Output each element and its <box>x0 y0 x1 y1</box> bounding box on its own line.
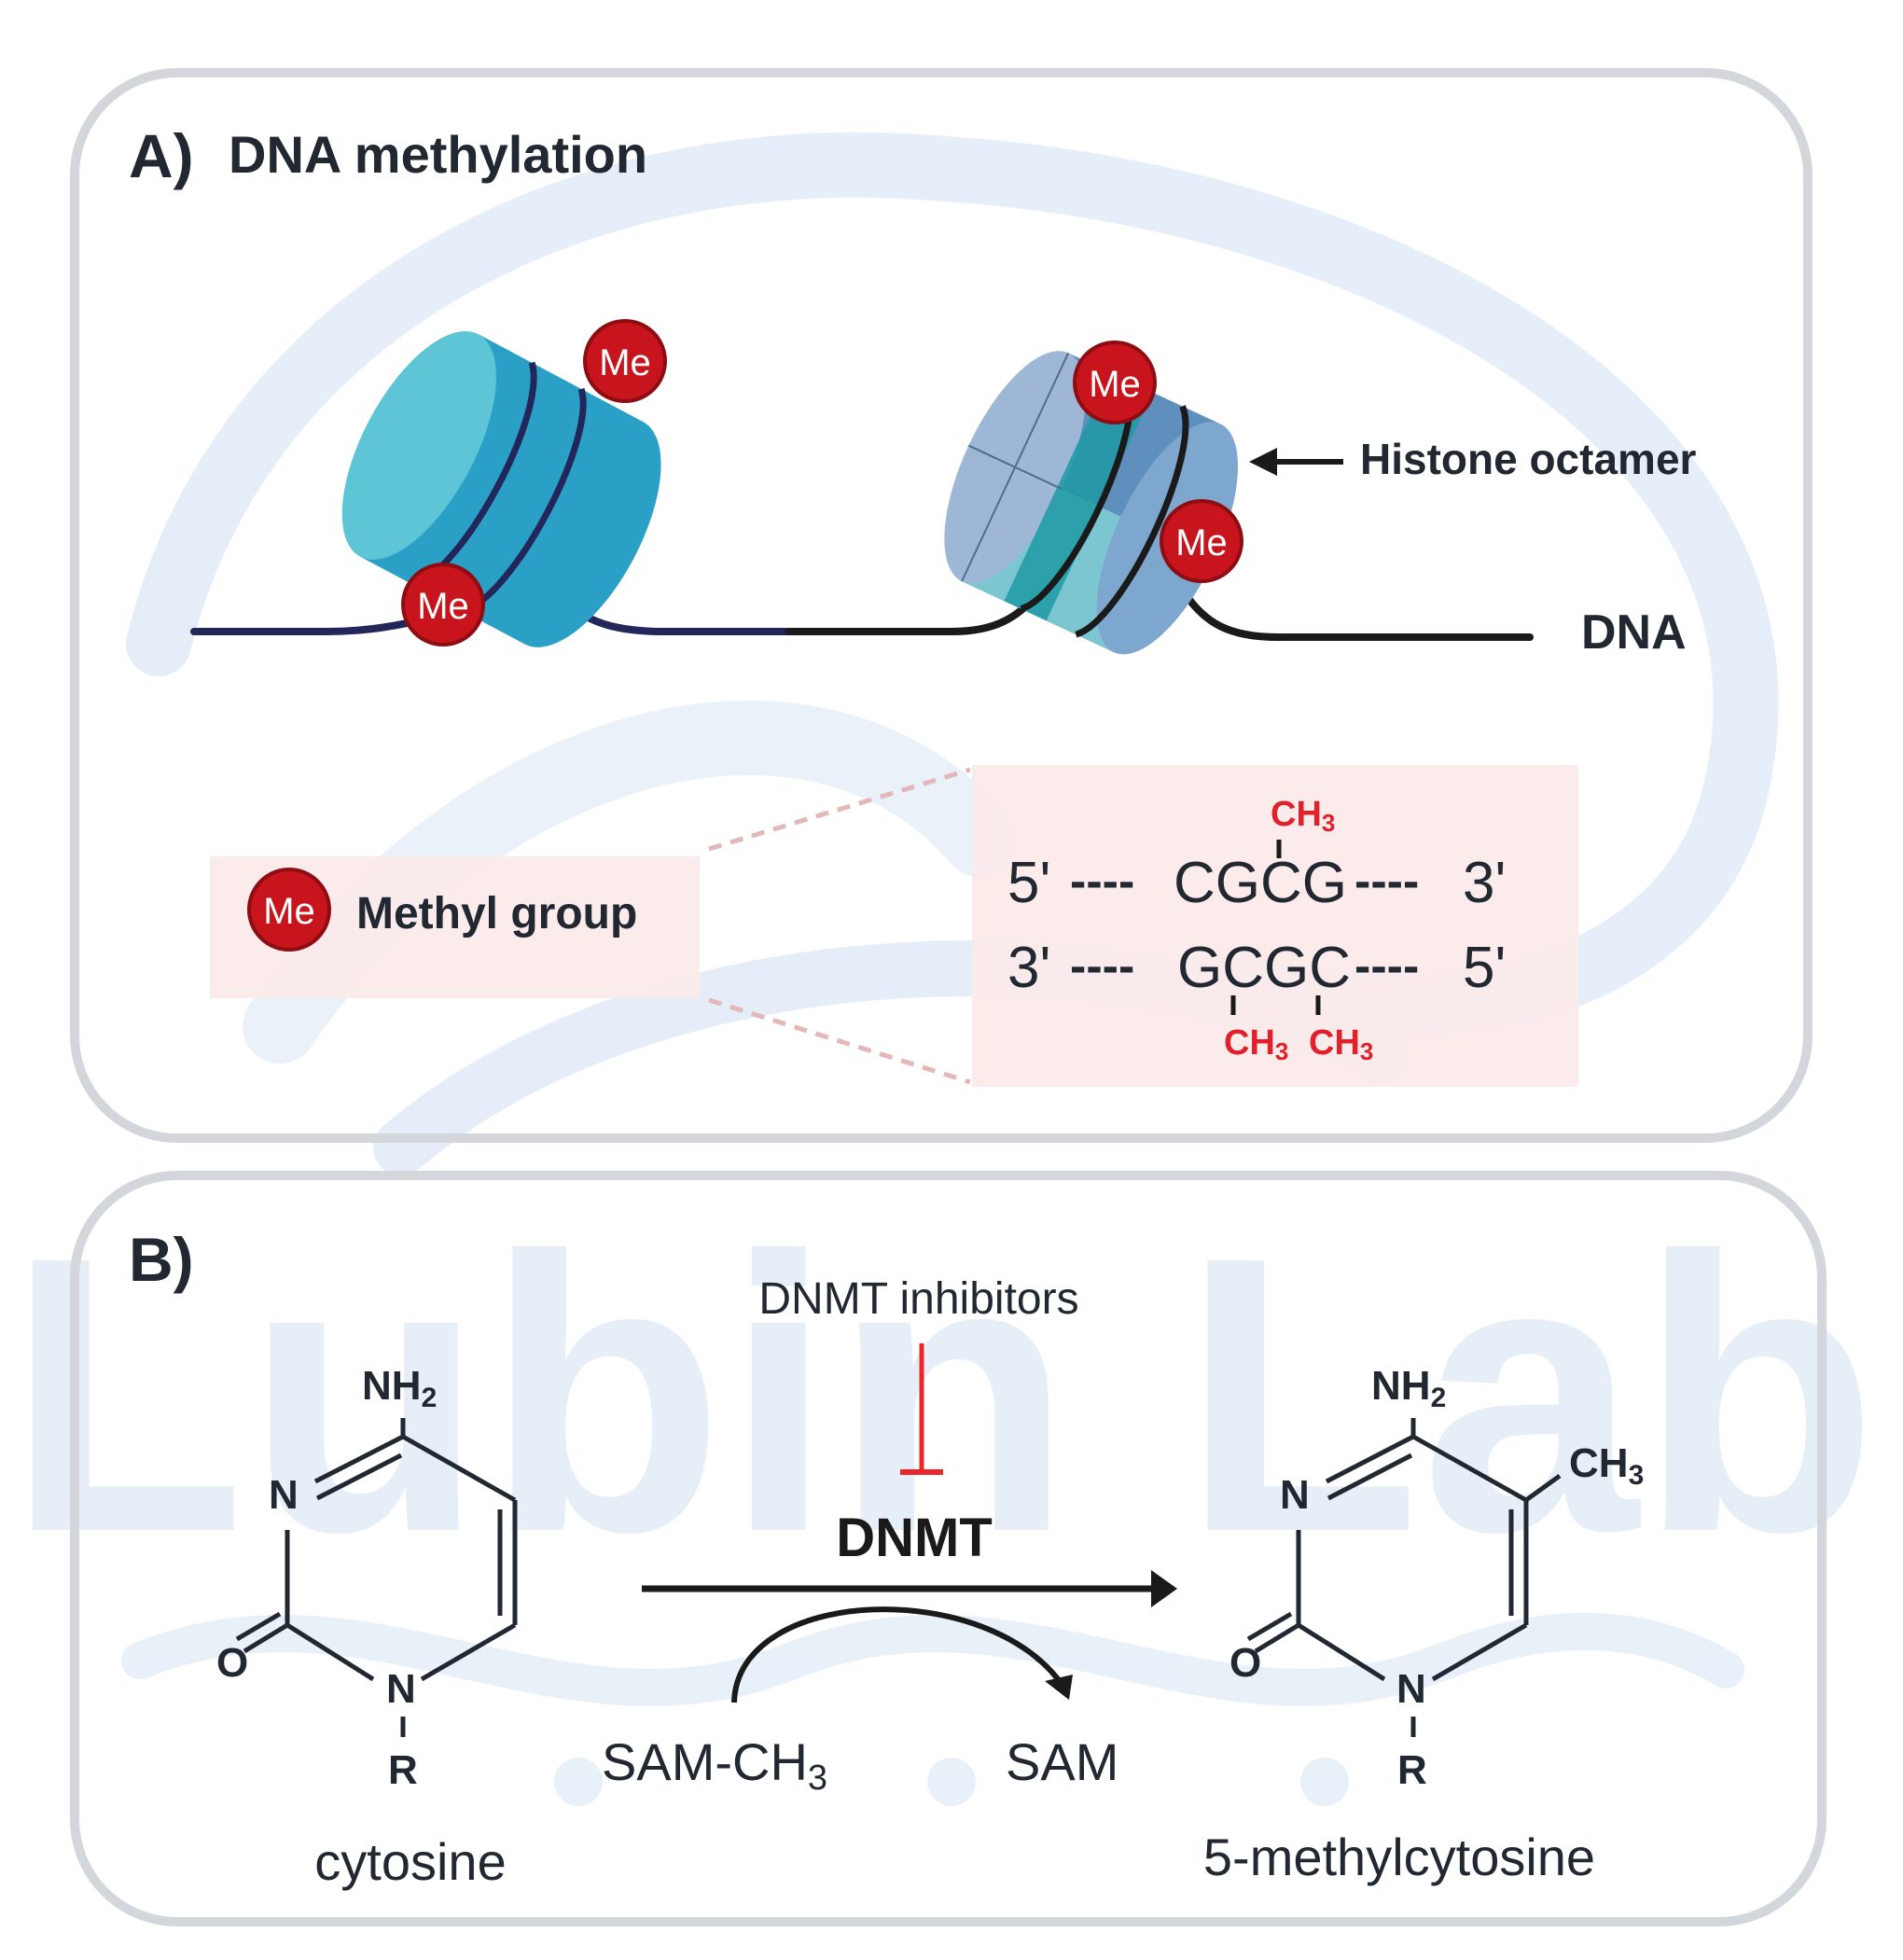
svg-text:5': 5' <box>1007 851 1050 915</box>
svg-text:O: O <box>216 1640 248 1686</box>
methylcytosine-label: 5-methylcytosine <box>1203 1828 1595 1886</box>
svg-text:O: O <box>1229 1640 1261 1686</box>
svg-text:3': 3' <box>1463 851 1506 915</box>
svg-text:N: N <box>386 1666 416 1712</box>
methyl-transfer-arrow-head <box>1045 1675 1073 1700</box>
methyl-bottom-2: CH3 <box>1309 995 1373 1065</box>
svg-text:3': 3' <box>1007 936 1050 1000</box>
svg-text:NH2: NH2 <box>362 1363 437 1413</box>
panel-a-label: A) <box>129 121 194 190</box>
watermark-text: Lubin Lab <box>7 1176 1878 1614</box>
cytosine-label: cytosine <box>314 1832 506 1891</box>
svg-text:N: N <box>1280 1472 1310 1518</box>
svg-text:R: R <box>1397 1747 1427 1793</box>
methylcytosine-structure: NH2 CH3 N O N R <box>1229 1363 1644 1793</box>
svg-text:----: ---- <box>1070 939 1134 994</box>
zoom-line-bottom <box>708 997 971 1085</box>
legend-me-badge: Me <box>247 868 331 952</box>
panel-a-title: DNA methylation <box>229 125 647 184</box>
methyl-top: CH3 <box>1271 795 1335 858</box>
svg-text:----: ---- <box>1070 855 1134 909</box>
svg-text:CH3: CH3 <box>1224 1023 1288 1065</box>
svg-text:Me: Me <box>599 342 651 383</box>
panel-a-frame <box>70 68 1813 1143</box>
svg-text:CH3: CH3 <box>1271 795 1335 837</box>
me-badge-3: Me <box>1073 341 1157 424</box>
inhibition-symbol <box>900 1343 943 1475</box>
reaction-arrow-head <box>1151 1570 1177 1607</box>
svg-text:Me: Me <box>417 586 469 627</box>
me-badge-4: Me <box>1160 499 1243 583</box>
sequence-top-strand: 5' ---- CGCG ---- 3' <box>1007 851 1506 915</box>
cytosine-structure: NH2 N O N R <box>216 1363 518 1793</box>
sequence-box <box>972 765 1578 1087</box>
methyl-transfer-arrow <box>731 1606 1066 1703</box>
donor-label: SAM-CH3 <box>602 1732 827 1798</box>
svg-text:N: N <box>269 1472 299 1518</box>
dna-strand-black-right <box>1176 582 1534 641</box>
inhibitor-label: DNMT inhibitors <box>758 1274 1078 1324</box>
svg-text:R: R <box>388 1747 418 1793</box>
dna-label: DNA <box>1581 605 1687 660</box>
sequence-bottom-strand: 3' ---- GCGC ---- 5' <box>1007 936 1506 1000</box>
svg-text:----: ---- <box>1354 939 1419 994</box>
enzyme-label: DNMT <box>836 1508 993 1568</box>
panel-b-label: B) <box>129 1225 194 1294</box>
svg-text:Me: Me <box>263 891 315 932</box>
svg-text:GCGC: GCGC <box>1177 936 1351 1000</box>
histone-label: Histone octamer <box>1360 435 1697 483</box>
byproduct-label: SAM <box>1006 1732 1118 1791</box>
svg-text:Me: Me <box>1175 522 1228 563</box>
svg-text:NH2: NH2 <box>1371 1363 1446 1413</box>
svg-text:Me: Me <box>1089 364 1141 405</box>
svg-text:5': 5' <box>1463 936 1506 1000</box>
methyl-bottom-1: CH3 <box>1224 995 1288 1065</box>
svg-text:CGCG: CGCG <box>1174 851 1347 915</box>
dna-strand-black <box>785 593 1039 635</box>
histone-octamer <box>944 351 1239 655</box>
panel-b-frame <box>70 1171 1827 1926</box>
me-badge-2: Me <box>401 563 485 646</box>
svg-text:CH3: CH3 <box>1569 1440 1644 1491</box>
legend-label: Methyl group <box>356 889 637 938</box>
svg-text:N: N <box>1396 1666 1426 1712</box>
zoom-line-top <box>708 767 971 852</box>
svg-text:----: ---- <box>1354 855 1419 909</box>
svg-text:CH3: CH3 <box>1309 1023 1373 1065</box>
me-badge-1: Me <box>583 319 667 403</box>
